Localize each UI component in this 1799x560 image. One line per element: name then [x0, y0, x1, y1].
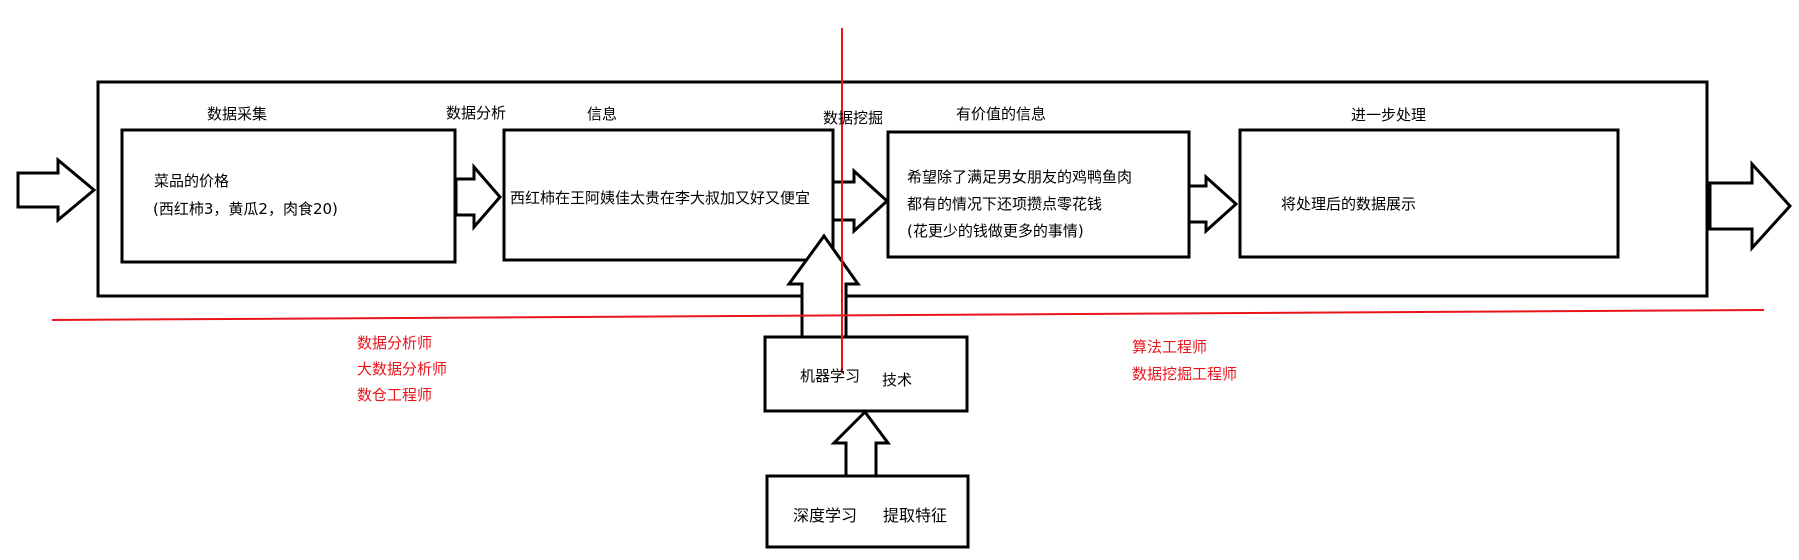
- role-data-warehouse-engineer: 数仓工程师: [357, 386, 433, 404]
- role-big-data-analyst: 大数据分析师: [357, 360, 448, 378]
- technology-text: 技术: [882, 371, 913, 389]
- box-information: [502, 128, 835, 262]
- role-data-mining-engineer: 数据挖掘工程师: [1132, 365, 1238, 383]
- label-information: 信息: [587, 105, 618, 123]
- valuable-line-3: (花更少的钱做更多的事情): [907, 222, 1084, 240]
- arrow-valuable-to-display-icon: [1187, 173, 1239, 235]
- input-arrow-icon: [16, 156, 97, 224]
- valuable-line-1: 希望除了满足男女朋友的鸡鸭鱼肉: [907, 168, 1133, 186]
- box-dish-price: [120, 128, 457, 264]
- dish-price-text: 菜品的价格: [154, 172, 230, 190]
- display-text: 将处理后的数据展示: [1281, 195, 1417, 213]
- arrow-collection-to-info-icon: [454, 162, 502, 232]
- box-machine-learning: [763, 335, 969, 413]
- horizontal-divider-line: [51, 309, 1765, 321]
- box-deep-learning: [765, 474, 970, 549]
- information-text: 西红柿在王阿姨佳太贵在李大叔加又好又便宜: [510, 189, 811, 207]
- role-data-analyst: 数据分析师: [357, 334, 433, 352]
- valuable-line-2: 都有的情况下还项攒点零花钱: [907, 195, 1103, 213]
- output-arrow-icon: [1708, 160, 1793, 252]
- label-further-processing: 进一步处理: [1351, 106, 1427, 124]
- role-algorithm-engineer: 算法工程师: [1132, 338, 1208, 356]
- label-valuable-information: 有价值的信息: [956, 105, 1047, 123]
- deep-learning-text: 深度学习: [793, 506, 858, 525]
- feature-extraction-text: 提取特征: [883, 506, 948, 525]
- machine-learning-text: 机器学习: [800, 367, 861, 385]
- box-display: [1238, 128, 1620, 259]
- arrow-dl-up-icon: [830, 409, 891, 478]
- arrow-info-to-valuable-icon: [831, 167, 890, 235]
- label-data-analysis: 数据分析: [446, 104, 507, 122]
- dish-price-detail: (西红柿3，黄瓜2，肉食20): [153, 200, 338, 218]
- label-data-collection: 数据采集: [207, 105, 268, 123]
- label-data-mining: 数据挖掘: [823, 109, 884, 127]
- arrow-ml-up-icon: [786, 233, 861, 339]
